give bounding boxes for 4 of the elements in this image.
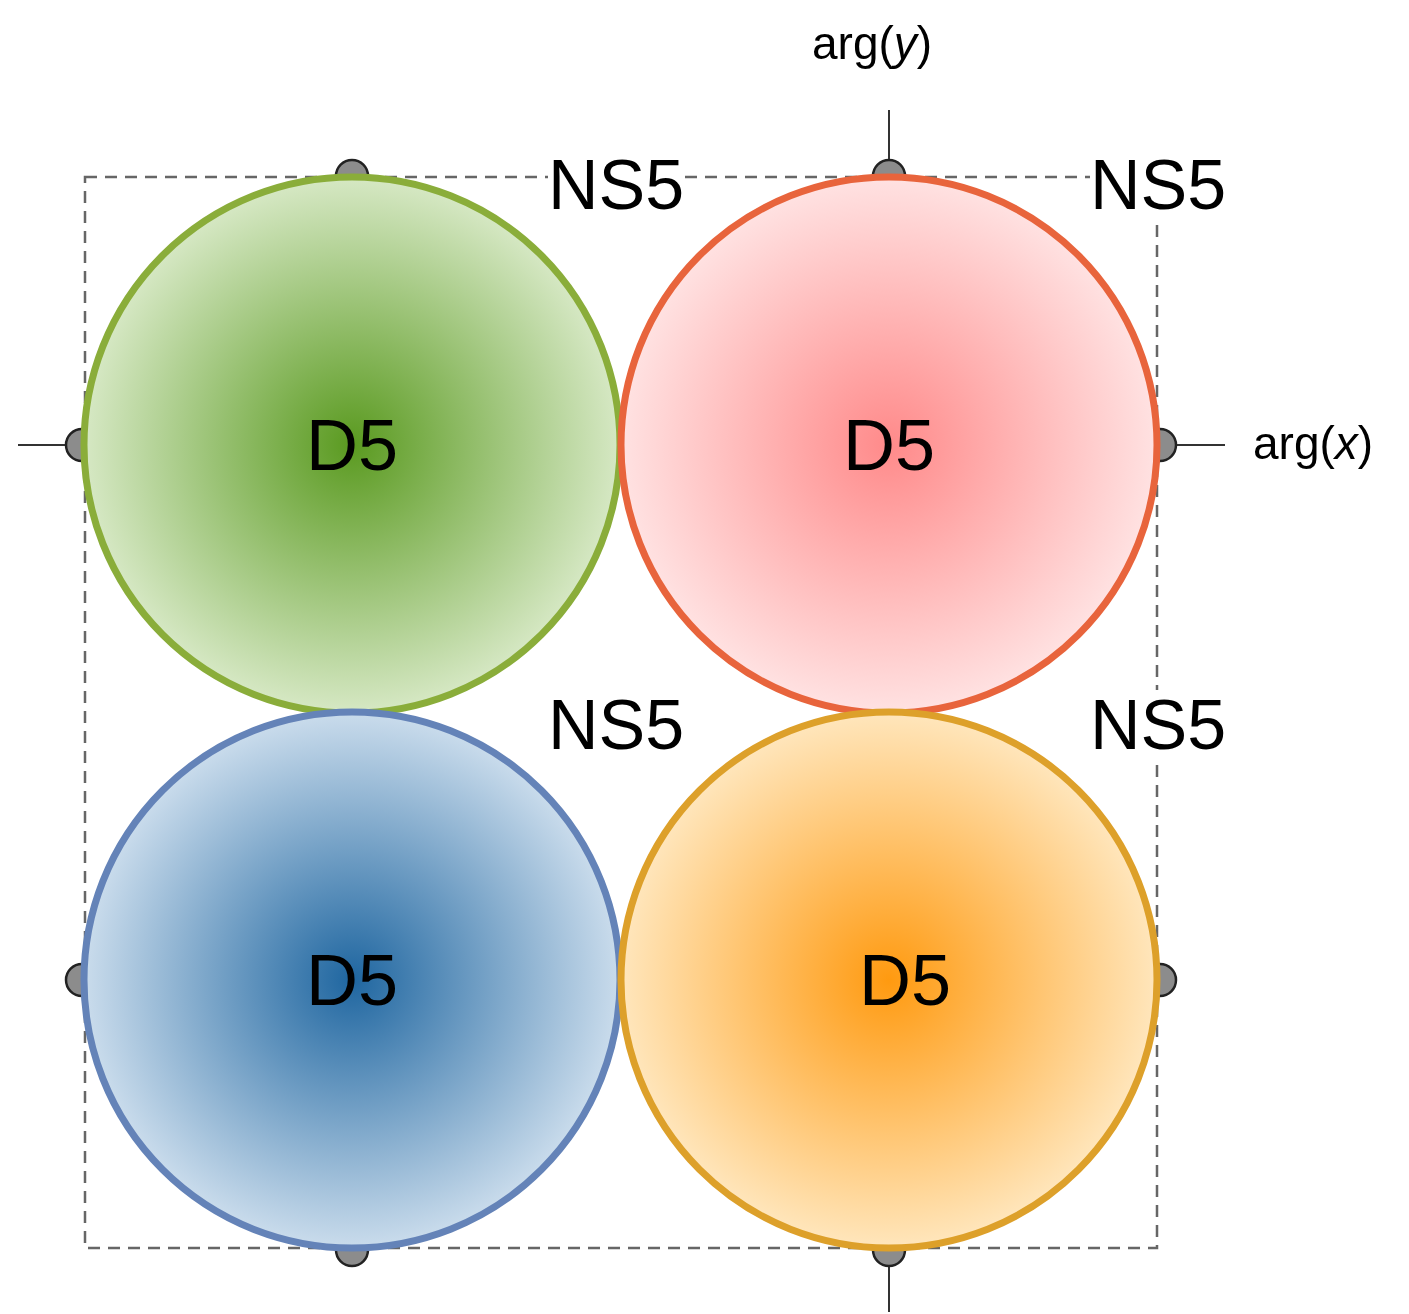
node-label: D5: [859, 944, 951, 1016]
node-label: D5: [843, 409, 935, 481]
node-label: D5: [306, 944, 398, 1016]
node-label: D5: [306, 409, 398, 481]
